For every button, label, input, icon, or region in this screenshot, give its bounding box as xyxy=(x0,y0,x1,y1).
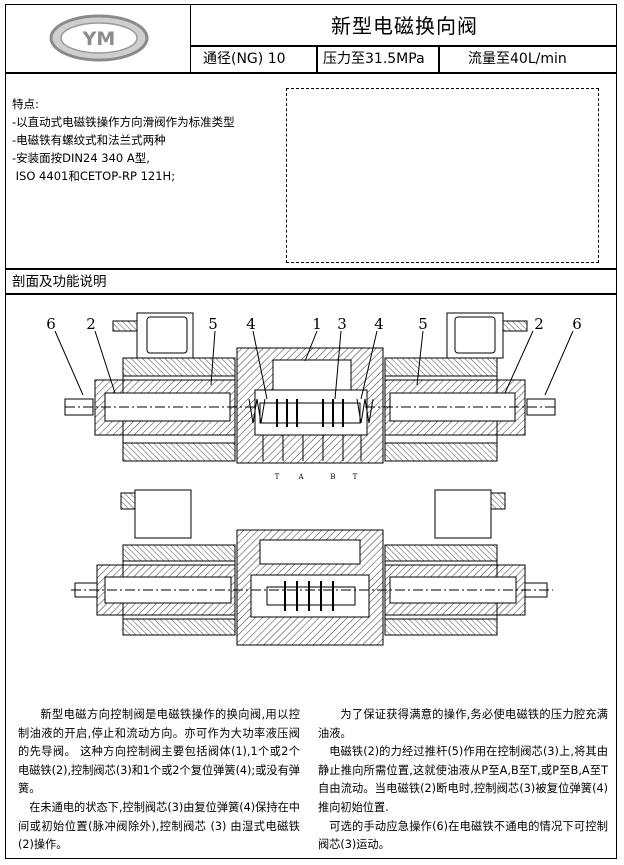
port-label: T xyxy=(275,473,280,481)
features-heading: 特点: xyxy=(12,97,39,111)
callout-label: 6 xyxy=(572,315,582,333)
logo-cell: YM xyxy=(5,4,191,72)
paragraph: 新型电磁方向控制阀是电磁铁操作的换向阀,用以控制油液的开启,停止和流动方向。亦可… xyxy=(18,708,300,796)
callout-label: 6 xyxy=(46,315,56,333)
callout-label: 4 xyxy=(246,315,256,333)
callout-label: 5 xyxy=(208,315,218,333)
spec-pressure: 压力至31.5MPa xyxy=(323,51,425,67)
feature-item: -安装面按DIN24 340 A型, xyxy=(12,151,150,165)
return-spring-left xyxy=(248,398,266,424)
header-bottom-rule xyxy=(5,72,617,74)
spec-divider-1 xyxy=(316,45,318,72)
features-block: 特点: -以直动式电磁铁操作方向滑阀作为标准类型 -电磁铁有螺纹式和法兰式两种 … xyxy=(12,95,235,185)
feature-item: -以直动式电磁铁操作方向滑阀作为标准类型 xyxy=(12,115,235,129)
image-placeholder-box xyxy=(286,88,599,263)
return-spring-right xyxy=(356,398,374,424)
section-top-rule xyxy=(5,268,617,270)
section-title: 剖面及功能说明 xyxy=(12,274,107,290)
control-spool xyxy=(259,402,361,424)
port-label: T xyxy=(353,473,358,481)
spec-nominal-size: 通径(NG) 10 xyxy=(203,51,286,67)
feature-item: ISO 4401和CETOP-RP 121H; xyxy=(12,169,176,183)
spec-divider-2 xyxy=(438,45,440,72)
callout-label: 3 xyxy=(337,315,347,333)
callout-label: 5 xyxy=(418,315,428,333)
port-labels: T A B T xyxy=(275,473,358,481)
ym-logo: YM xyxy=(49,14,149,62)
description-left: 新型电磁方向控制阀是电磁铁操作的换向阀,用以控制油液的开启,停止和流动方向。亦可… xyxy=(18,706,300,855)
paragraph: 在未通电的状态下,控制阀芯(3)由复位弹簧(4)保持在中间或初始位置(脉冲阀除外… xyxy=(18,800,300,852)
feature-item: -电磁铁有螺纹式和法兰式两种 xyxy=(12,133,166,147)
callout-label: 4 xyxy=(374,315,384,333)
valve-cross-section-drawing: 6 2 5 4 1 3 4 5 2 6 T A B T xyxy=(46,312,582,646)
page-frame xyxy=(5,4,617,859)
title-divider xyxy=(191,45,617,47)
callout-label: 1 xyxy=(312,315,322,333)
callout-label: 2 xyxy=(534,315,544,333)
logo-text: YM xyxy=(82,28,116,50)
spec-flow: 流量至40L/min xyxy=(468,51,567,67)
paragraph: 为了保证获得满意的操作,务必使电磁铁的压力腔充满油液。 xyxy=(318,708,608,740)
port-label: B xyxy=(330,473,335,481)
section-bottom-rule xyxy=(5,293,617,295)
port-label: A xyxy=(297,473,304,481)
paragraph: 电磁铁(2)的力经过推杆(5)作用在控制阀芯(3)上,将其由静止推向所需位置,这… xyxy=(318,745,608,814)
callout-labels: 6 2 5 4 1 3 4 5 2 6 xyxy=(46,315,582,333)
page-title: 新型电磁换向阀 xyxy=(331,14,478,38)
callout-label: 2 xyxy=(86,315,96,333)
paragraph: 可选的手动应急操作(6)在电磁铁不通电的情况下可控制阀芯(3)运动。 xyxy=(318,819,608,852)
description-right: 为了保证获得满意的操作,务必使电磁铁的压力腔充满油液。 电磁铁(2)的力经过推杆… xyxy=(318,706,608,855)
